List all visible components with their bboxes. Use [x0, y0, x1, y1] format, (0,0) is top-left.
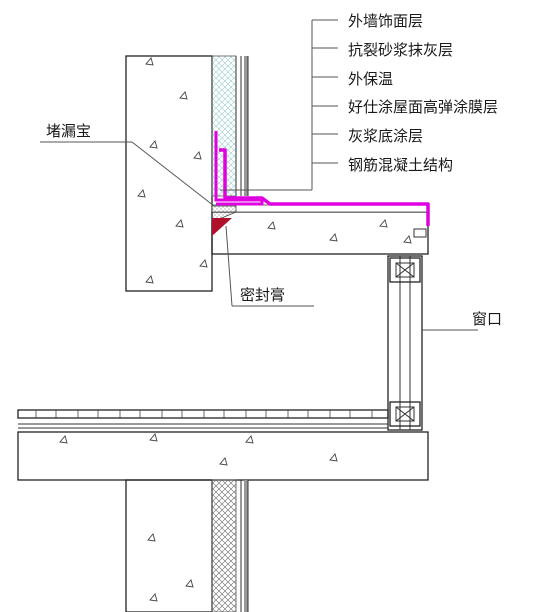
- label-leak-plug: 堵漏宝: [46, 122, 91, 140]
- window-frame: [387, 228, 427, 431]
- concrete-aggregate-marks: [137, 57, 412, 284]
- label-rc-structure: 钢筋混凝土结构: [348, 156, 453, 174]
- lower-concrete-wall: [125, 479, 213, 612]
- lower-slab-aggregate-marks: [59, 433, 338, 466]
- label-finish-layer: 外墙饰面层: [348, 12, 423, 30]
- label-sealant: 密封膏: [240, 286, 285, 304]
- label-anticrack-mortar: 抗裂砂浆抹灰层: [348, 41, 453, 59]
- label-primer-coat: 灰浆底涂层: [348, 127, 423, 145]
- elastic-coating-membrane: [214, 131, 430, 226]
- canopy-slab: [211, 204, 429, 255]
- lower-insulation-layer: [211, 479, 249, 612]
- sealant-fillet: [212, 218, 232, 236]
- upper-concrete-wall: [125, 55, 213, 292]
- label-window: 窗口: [472, 310, 502, 328]
- label-external-insulation: 外保温: [348, 70, 393, 88]
- callout-leaders: [40, 141, 478, 331]
- layer-labels: 外墙饰面层 抗裂砂浆抹灰层 外保温 好仕涂屋面高弹涂膜层 灰浆底涂层 钢筋混凝土…: [348, 12, 498, 174]
- label-elastic-coating: 好仕涂屋面高弹涂膜层: [348, 98, 498, 116]
- layer-leader-lines: [220, 19, 338, 191]
- floor-finish-rail: [17, 409, 389, 429]
- upper-render-layers: [235, 56, 249, 196]
- lower-floor-slab: [17, 431, 429, 481]
